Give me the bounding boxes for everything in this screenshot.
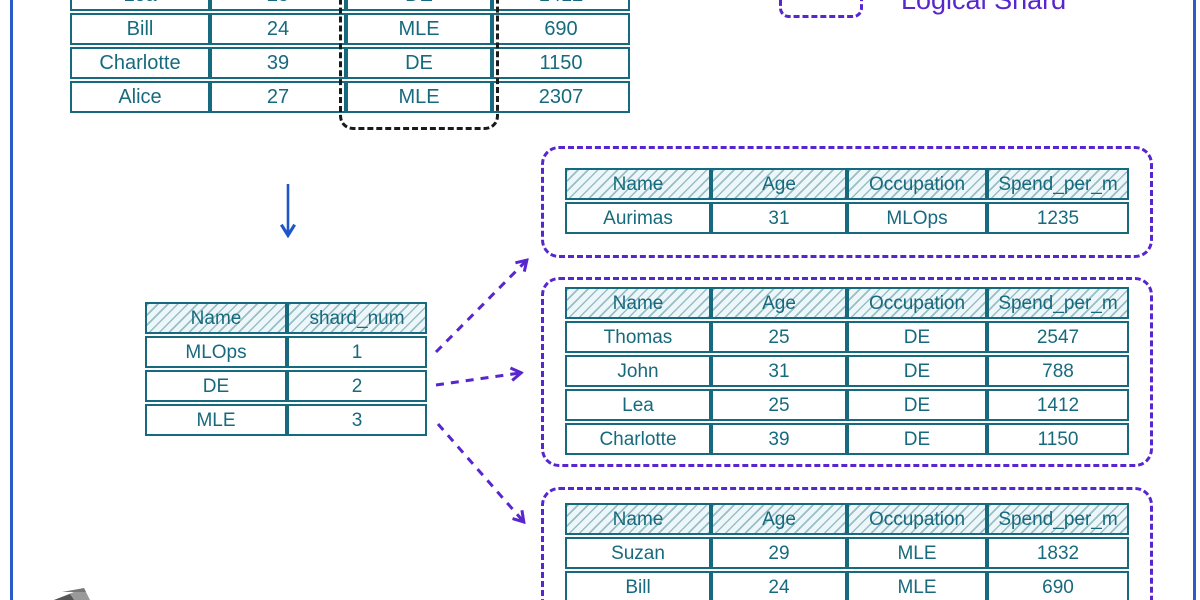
cell: Bill [565,571,711,600]
cell: 788 [987,355,1129,387]
cell: 25 [711,321,847,353]
cell: 24 [210,13,346,45]
cell: Alice [70,81,210,113]
logical-shard-box-1 [541,146,1153,258]
cell: 31 [711,202,847,234]
cell: DE [847,389,987,421]
cell: Suzan [565,537,711,569]
logical-shard-box-3 [541,487,1153,600]
cell: 2307 [492,81,630,113]
cell: 27 [210,81,346,113]
cell: 25 [210,0,346,11]
logical-shard-box-2 [541,277,1153,467]
cell: MLOps [847,202,987,234]
shard-map-table: Name shard_num MLOps 1 DE 2 MLE 3 [145,302,427,436]
shard-3-table: Name Age Occupation Spend_per_m Suzan 29… [565,503,1129,600]
logical-shard-swatch [779,0,863,18]
cell: MLE [346,13,492,45]
header-cell: Spend_per_m [987,503,1129,535]
cell: 31 [711,355,847,387]
cell: Bill [70,13,210,45]
header-cell: Name [565,168,711,200]
cell: 1832 [987,537,1129,569]
cell: 39 [210,47,346,79]
cell: Thomas [565,321,711,353]
cell: 3 [287,404,427,436]
cell: DE [145,370,287,402]
cell: Charlotte [70,47,210,79]
cell: Lea [565,389,711,421]
header-cell: shard_num [287,302,427,334]
cell: 24 [711,571,847,600]
cell: 690 [987,571,1129,600]
cell: MLE [847,537,987,569]
header-cell: Age [711,287,847,319]
cell: DE [847,355,987,387]
header-cell: Name [565,503,711,535]
shard-1-table: Name Age Occupation Spend_per_m Aurimas … [565,168,1129,234]
cell: 25 [711,389,847,421]
cell: 39 [711,423,847,455]
legend-label: Logical Shard [901,0,1067,15]
cell: 2 [287,370,427,402]
header-cell: Occupation [847,168,987,200]
cell: 1 [287,336,427,368]
cell: MLE [145,404,287,436]
cell: 29 [711,537,847,569]
cell: 1412 [492,0,630,11]
source-table: Lea 25 DE 1412 Bill 24 MLE 690 Charlotte… [70,0,630,113]
outer-frame [10,0,1196,600]
occupation-column-highlight [339,0,499,130]
cell: Lea [70,0,210,11]
cell: MLOps [145,336,287,368]
cell: MLE [346,81,492,113]
cell: Charlotte [565,423,711,455]
cell: 1235 [987,202,1129,234]
header-cell: Name [565,287,711,319]
cell: 1150 [987,423,1129,455]
cell: DE [847,423,987,455]
cell: Aurimas [565,202,711,234]
cell: 690 [492,13,630,45]
header-cell: Age [711,503,847,535]
header-cell: Age [711,168,847,200]
header-cell: Occupation [847,287,987,319]
header-cell: Name [145,302,287,334]
cell: MLE [847,571,987,600]
cell: 1412 [987,389,1129,421]
cell: John [565,355,711,387]
shard-2-table: Name Age Occupation Spend_per_m Thomas 2… [565,287,1129,455]
cell: 1150 [492,47,630,79]
cell: 2547 [987,321,1129,353]
cell: DE [346,0,492,11]
header-cell: Spend_per_m [987,287,1129,319]
cell: DE [847,321,987,353]
cell: DE [346,47,492,79]
header-cell: Spend_per_m [987,168,1129,200]
header-cell: Occupation [847,503,987,535]
